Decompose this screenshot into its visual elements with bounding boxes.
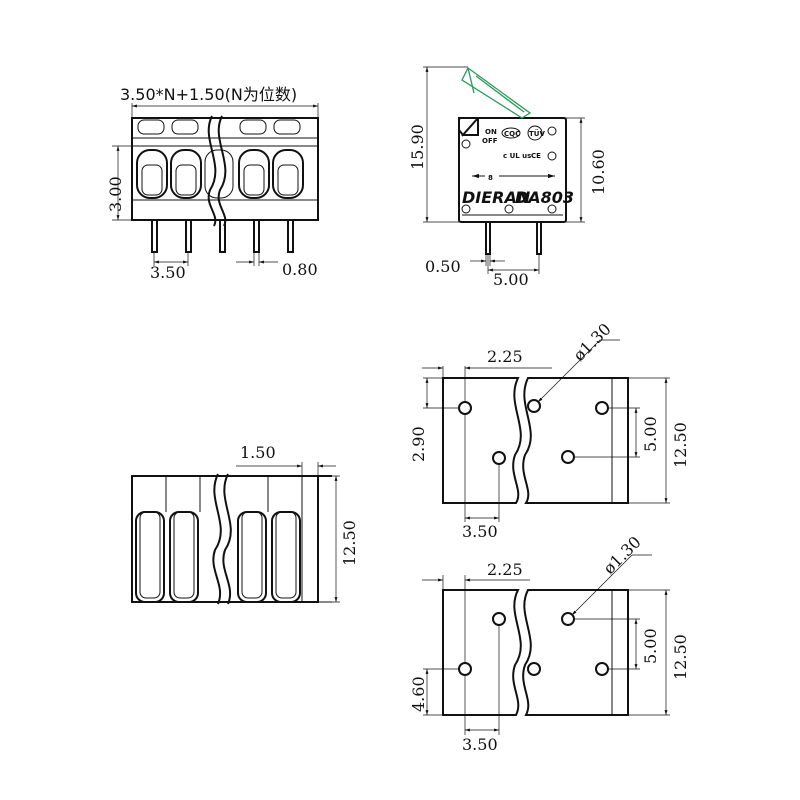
front-levers	[136, 119, 304, 199]
bottom-slots	[135, 476, 301, 603]
cqc-mark: CQC	[504, 130, 520, 138]
pin-spacing-dimension-label: 5.00	[493, 270, 529, 289]
ce-mark: CE	[531, 152, 541, 160]
hole-diameter-label: ø1.30	[569, 319, 614, 364]
pitch-dimension-label: 3.50	[150, 263, 186, 282]
pcb-holes-top	[458, 399, 609, 465]
pcb-holes-bottom	[458, 612, 609, 676]
brand-logo: DIERAN	[462, 188, 531, 207]
ul-mark: c UL us	[503, 152, 531, 160]
total-height-dimension-label: 15.90	[408, 124, 427, 170]
edge-dimension-label: 1.50	[240, 443, 276, 462]
pin-width-dimension-label: 0.50	[425, 257, 461, 276]
height-dimension-label: 3.00	[106, 176, 125, 212]
pitch-dimension-label: 3.50	[462, 522, 498, 541]
front-pins	[151, 219, 294, 253]
lever-open-position	[461, 67, 532, 119]
pin-width-dimension-label: 0.80	[282, 260, 318, 279]
offset-x-dimension-label: 2.25	[487, 560, 523, 579]
bottom-view: 1.50 12.50	[131, 443, 359, 605]
offset-x-dimension-label: 2.25	[487, 347, 523, 366]
width-formula-label: 3.50*N+1.50(N为位数)	[120, 85, 297, 104]
depth-dimension-label: 12.50	[671, 422, 690, 468]
off-marking: OFF	[482, 137, 498, 145]
front-view: 3.50*N+1.50(N为位数)	[106, 85, 319, 282]
side-pin-2	[536, 221, 542, 255]
row-spacing-dimension-label: 5.00	[641, 628, 660, 664]
tuv-mark: TÜV	[529, 129, 545, 138]
pitch-dimension-label: 3.50	[462, 735, 498, 754]
depth-dimension-label: 12.50	[671, 634, 690, 680]
offset-y-dimension-label: 2.90	[409, 426, 428, 462]
model-label: DA803	[515, 188, 574, 207]
side-pin-1	[485, 221, 491, 255]
side-view: ON OFF CQC TÜV c UL us CE 8 DIERAN DA803…	[408, 66, 608, 289]
depth-dimension-label: 12.50	[340, 520, 359, 566]
pcb-layout-bottom: ø1.30 2.25 4.60 5.00 12.50 3.50	[409, 532, 690, 754]
body-height-dimension-label: 10.60	[589, 149, 608, 195]
row-spacing-dimension-label: 5.00	[641, 416, 660, 452]
offset-y-dimension-label: 4.60	[409, 676, 428, 712]
svg-text:8: 8	[488, 174, 493, 182]
on-marking: ON	[485, 128, 497, 136]
pcb-layout-top: ø1.30 2.25 2.90 5.00 12.50 3.50	[409, 319, 690, 541]
bottom-body-outline	[131, 475, 319, 603]
